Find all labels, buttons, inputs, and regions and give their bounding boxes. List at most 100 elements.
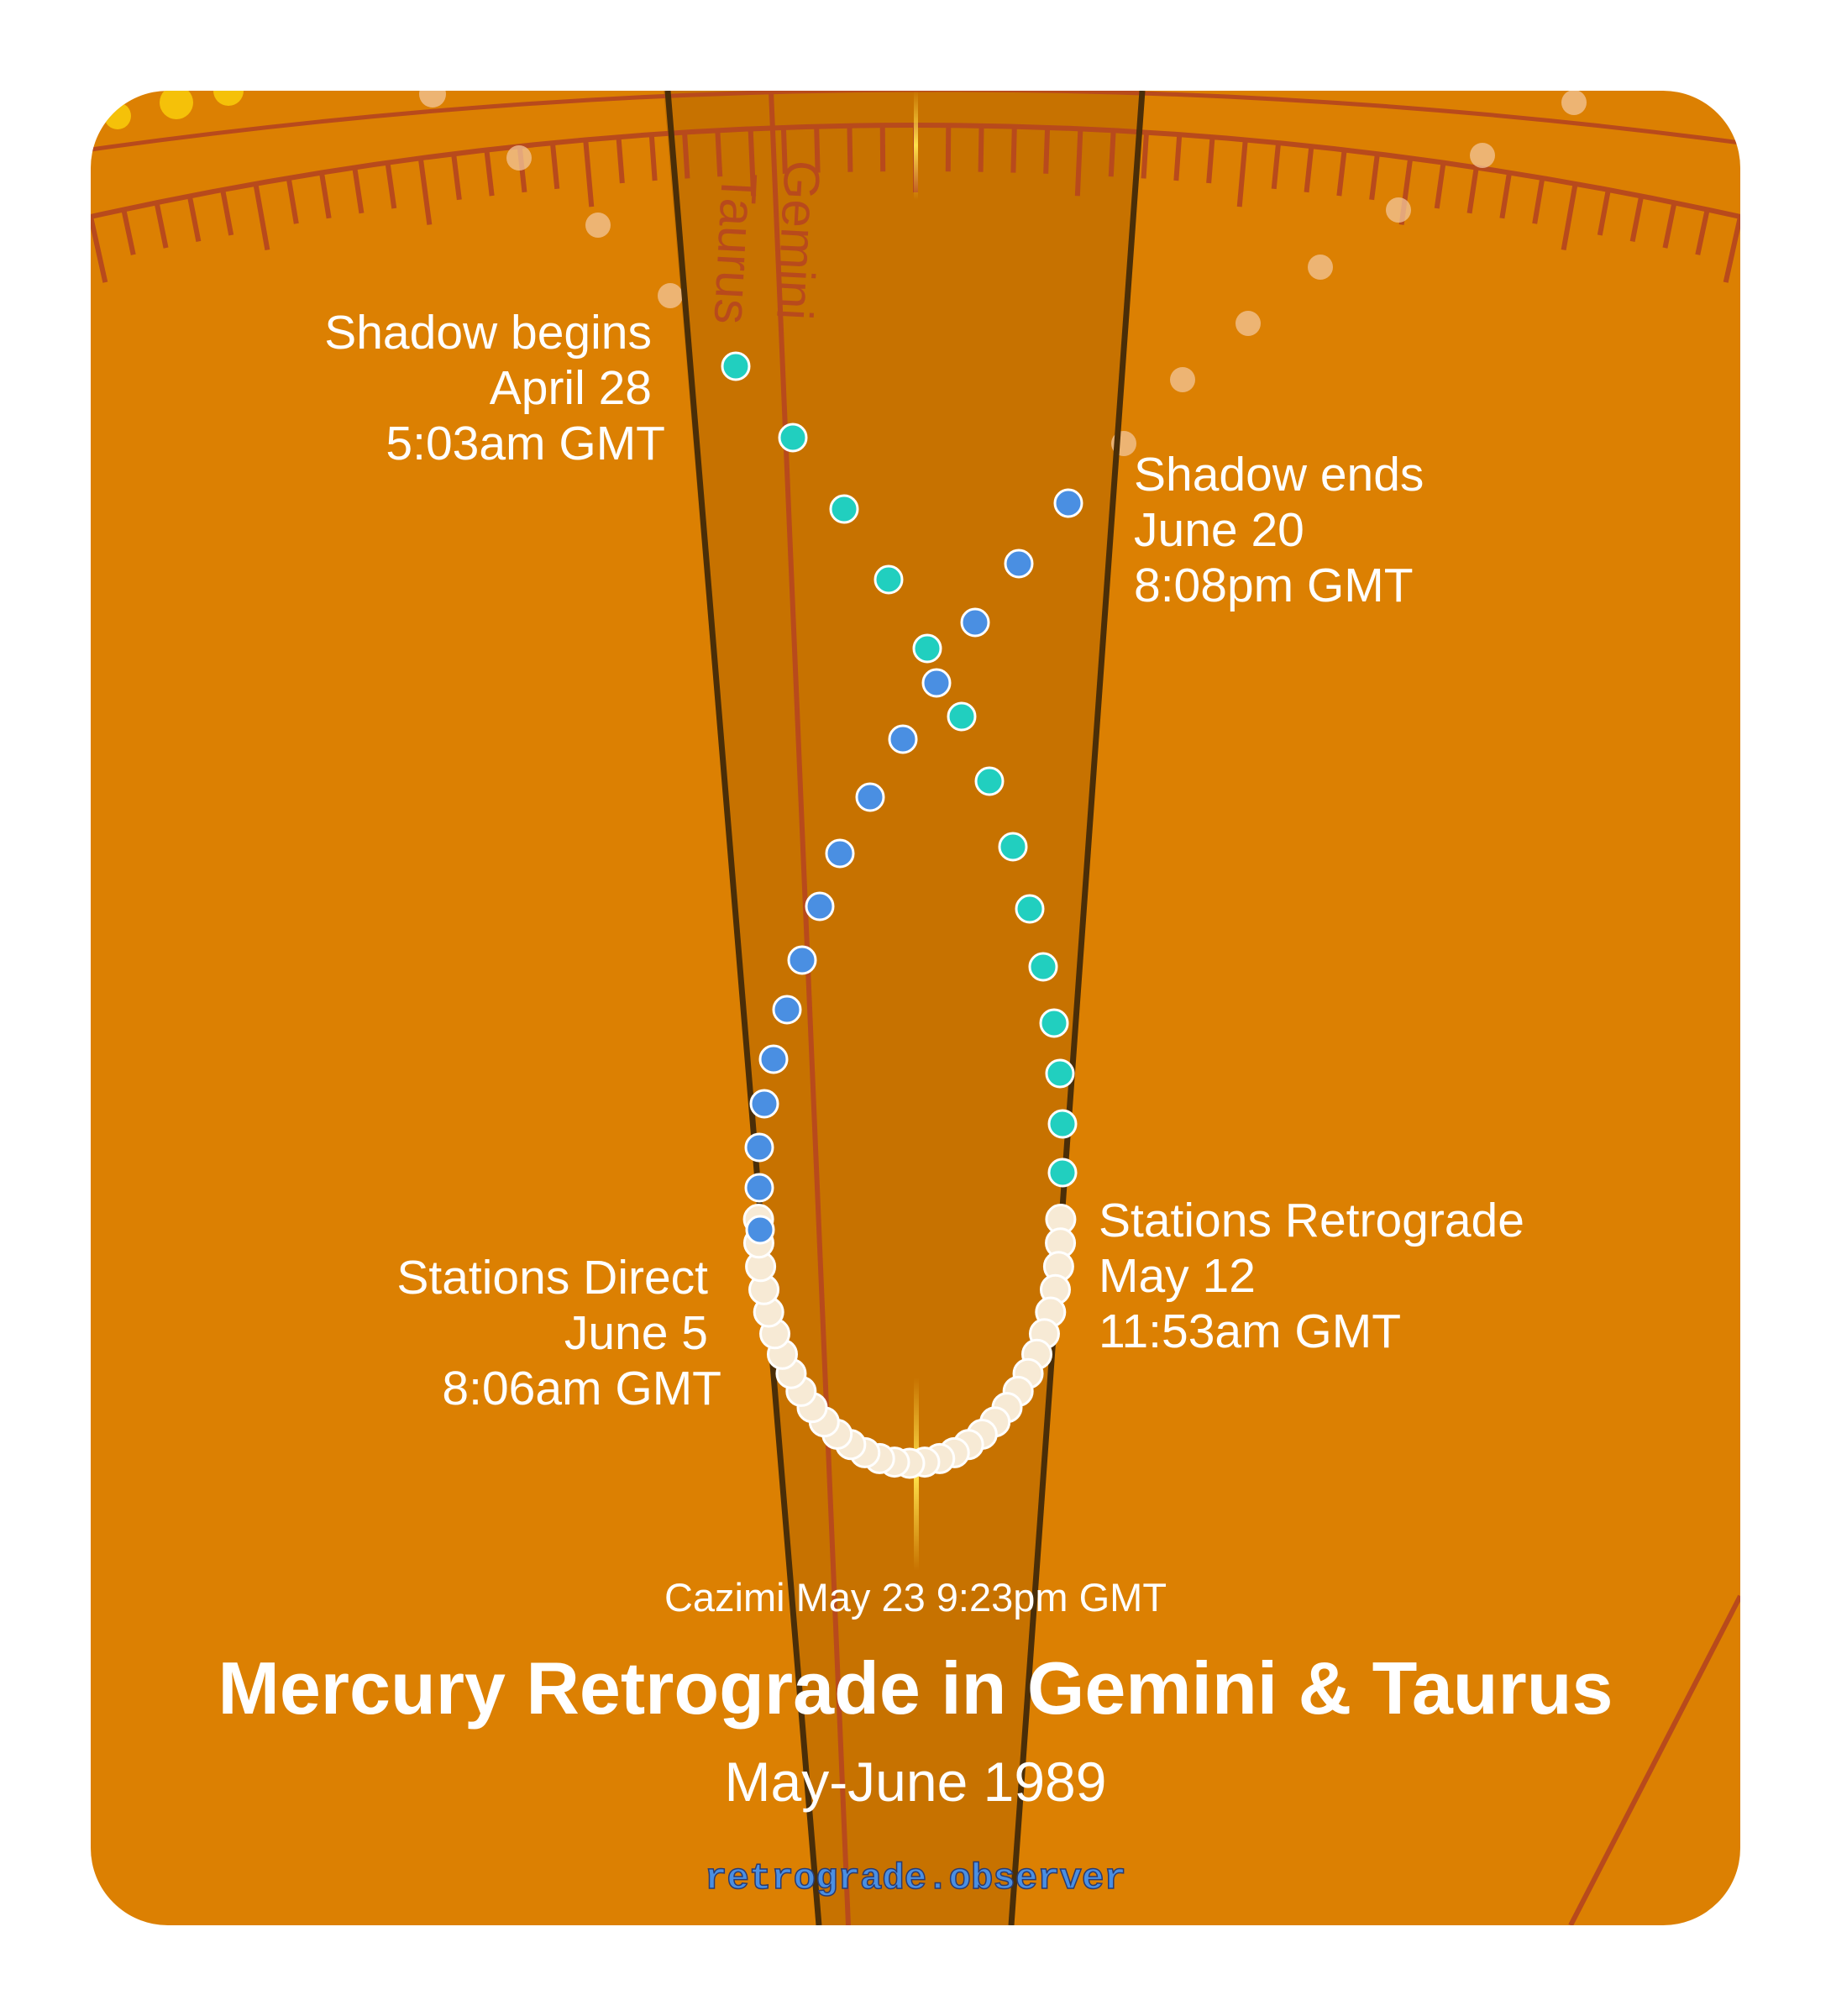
degree-tick xyxy=(1271,142,1282,190)
sun-glow-top xyxy=(914,91,918,200)
shadow-begins-date: April 28 xyxy=(490,361,652,415)
pre-shadow-point xyxy=(1028,952,1058,982)
outer-arc xyxy=(91,91,1740,152)
degree-tick xyxy=(616,136,625,184)
pre-shadow-point xyxy=(947,701,977,732)
stations-direct-time: 8:06am GMT xyxy=(442,1362,721,1415)
post-shadow-point xyxy=(1053,488,1083,518)
stations-retrograde-label: Stations Retrograde May 12 11:53am GMT xyxy=(1099,1194,1524,1358)
post-shadow-point xyxy=(921,668,952,698)
mercury-path xyxy=(721,351,1083,1479)
degree-tick xyxy=(385,162,397,209)
degree-tick xyxy=(352,166,365,214)
background-stars xyxy=(104,91,1587,456)
shadow-ends-time: 8:08pm GMT xyxy=(1134,559,1414,612)
stations-retrograde-title: Stations Retrograde xyxy=(1099,1194,1524,1247)
background-star xyxy=(658,283,683,308)
degree-tick xyxy=(978,125,984,172)
degree-tick xyxy=(220,189,234,236)
shadow-begins-title: Shadow begins xyxy=(324,306,652,360)
degree-tick xyxy=(1532,177,1545,224)
pre-shadow-point xyxy=(974,766,1005,796)
sign-boundary-right xyxy=(1008,91,1146,1925)
pre-shadow-point xyxy=(1047,1158,1078,1188)
pre-shadow-point xyxy=(874,564,904,595)
degree-tick xyxy=(286,177,299,224)
stations-retrograde-date: May 12 xyxy=(1099,1249,1256,1303)
degree-tick xyxy=(484,150,495,197)
post-shadow-point xyxy=(745,1215,775,1245)
post-shadow-point xyxy=(787,945,817,975)
degree-tick xyxy=(583,139,595,207)
background-star xyxy=(585,213,611,238)
degree-tick xyxy=(1173,134,1183,181)
post-shadow-point xyxy=(825,838,855,869)
degree-tick xyxy=(1561,183,1578,251)
degree-tick xyxy=(1695,208,1710,255)
degree-tick xyxy=(1629,195,1645,242)
degree-tick xyxy=(1141,132,1149,179)
degree-tick xyxy=(1369,153,1380,201)
degree-tick xyxy=(1336,150,1347,197)
degree-tick xyxy=(549,142,560,190)
degree-tick xyxy=(1206,136,1215,184)
degree-tick xyxy=(814,126,821,173)
stations-direct-title: Stations Direct xyxy=(396,1251,708,1305)
chart-subtitle: May-June 1989 xyxy=(725,1751,1107,1813)
degree-tick xyxy=(1043,127,1051,174)
degree-tick xyxy=(1499,172,1513,219)
shadow-ends-date: June 20 xyxy=(1134,503,1304,557)
degree-tick xyxy=(1434,162,1446,209)
background-star xyxy=(1170,367,1195,392)
background-star xyxy=(1308,255,1333,280)
background-star xyxy=(160,91,193,119)
post-shadow-point xyxy=(749,1089,779,1119)
faint-line-right xyxy=(1568,1594,1740,1925)
pre-shadow-point xyxy=(912,633,942,664)
pre-shadow-point xyxy=(1047,1109,1078,1139)
degree-tick xyxy=(1304,145,1314,193)
post-shadow-point xyxy=(744,1173,774,1203)
degree-tick xyxy=(1466,166,1479,214)
shadow-begins-time: 5:03am GMT xyxy=(386,417,665,470)
background-star xyxy=(419,91,446,108)
post-shadow-point xyxy=(888,724,918,754)
degree-tick xyxy=(682,132,690,179)
site-credit: retrograde.observer xyxy=(705,1858,1126,1900)
pre-shadow-point xyxy=(778,423,808,453)
degree-tick xyxy=(253,183,270,251)
post-shadow-point xyxy=(960,607,990,638)
pre-shadow-point xyxy=(998,832,1028,862)
post-shadow-point xyxy=(744,1132,774,1163)
sign-label-gemini: Gemini xyxy=(766,159,831,321)
pre-shadow-point xyxy=(829,494,859,524)
background-star xyxy=(1470,143,1495,168)
shadow-ends-title: Shadow ends xyxy=(1134,448,1424,501)
degree-tick xyxy=(451,153,462,201)
degree-tick xyxy=(154,202,169,249)
post-shadow-point xyxy=(805,891,835,921)
background-star xyxy=(1561,91,1587,115)
pre-shadow-point xyxy=(721,351,751,381)
degree-tick xyxy=(186,195,202,242)
degree-ticks xyxy=(91,125,1740,283)
shadow-begins-label: Shadow begins April 28 5:03am GMT xyxy=(324,306,665,470)
degree-tick xyxy=(1010,126,1017,173)
degree-tick xyxy=(1108,130,1116,177)
post-shadow-point xyxy=(772,995,802,1025)
stations-direct-label: Stations Direct June 5 8:06am GMT xyxy=(396,1251,721,1415)
background-star xyxy=(104,102,131,129)
degree-tick xyxy=(1723,216,1740,283)
chart-title: Mercury Retrograde in Gemini & Taurus xyxy=(218,1646,1613,1730)
degree-tick xyxy=(318,172,332,219)
stations-retrograde-time: 11:53am GMT xyxy=(1099,1305,1401,1358)
post-shadow-point xyxy=(758,1044,789,1074)
cazimi-label: Cazimi May 23 9:23pm GMT xyxy=(664,1575,1167,1620)
sign-boundary-left xyxy=(664,91,822,1925)
degree-tick xyxy=(715,130,723,177)
degree-tick xyxy=(121,208,136,255)
background-star xyxy=(1236,311,1261,336)
degree-tick xyxy=(1074,129,1083,197)
stations-direct-date: June 5 xyxy=(564,1306,708,1360)
